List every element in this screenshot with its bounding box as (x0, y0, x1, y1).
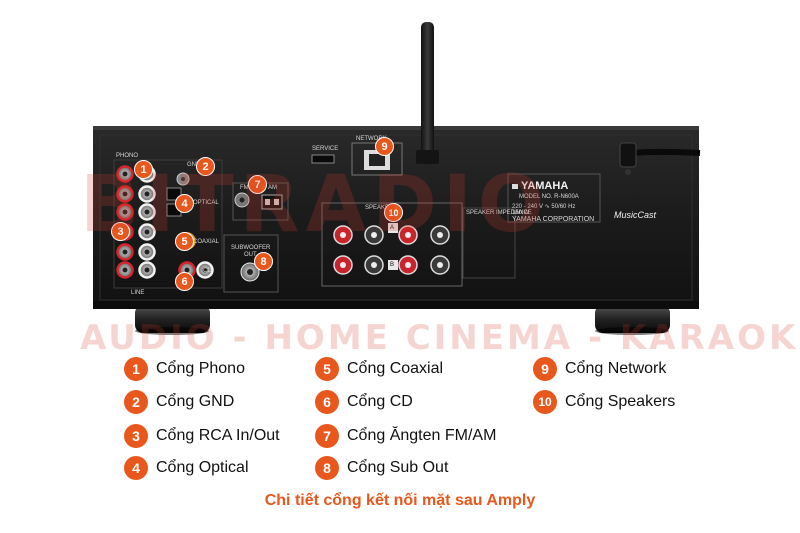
number-badge: 1 (124, 357, 148, 381)
number-badge: 4 (124, 456, 148, 480)
legend-label: Cổng Ăngten FM/AM (347, 427, 497, 444)
callout-marker-9: 9 (375, 137, 394, 156)
legend-item: 8 Cổng Sub Out (315, 455, 448, 481)
speaker-a-label: A (390, 225, 395, 231)
legend-item: 6 Cổng CD (315, 389, 413, 415)
subwoofer-out-label: OUT (244, 252, 257, 258)
line-label: LINE (131, 290, 145, 296)
gnd-label: GND (187, 162, 201, 168)
optical-label: OPTICAL (193, 200, 219, 206)
corporation-label: YAMAHA CORPORATION (512, 216, 595, 223)
number-badge: 5 (315, 357, 339, 381)
speaker-b-label: B (390, 262, 395, 268)
legend-label: Cổng Sub Out (347, 459, 449, 476)
number-badge: 9 (533, 357, 557, 381)
power-rating: 220 - 240 V ∿ 50/60 Hz (512, 204, 576, 210)
legend-label: Cổng GND (156, 393, 235, 410)
number-badge: 7 (315, 424, 339, 448)
phono-label: PHONO (116, 153, 139, 159)
cd-label: CD (203, 268, 212, 274)
number-badge: 10 (533, 390, 557, 414)
network-label: NETWORK (356, 136, 387, 142)
left-foot (135, 305, 210, 333)
callout-marker-8: 8 (254, 252, 273, 271)
diagram-caption: Chi tiết cổng kết nối mặt sau Amply (264, 492, 536, 509)
number-badge: 6 (315, 390, 339, 414)
legend-item: 10 Cổng Speakers (533, 389, 675, 415)
callout-marker-3: 3 (111, 222, 130, 241)
legend-item: 2 Cổng GND (124, 389, 234, 415)
legend-item: 4 Cổng Optical (124, 455, 249, 481)
speakers-label: SPEAKERS (365, 205, 398, 211)
impedance-label: SPEAKER IMPEDANCE (466, 210, 532, 216)
callout-marker-1: 1 (134, 160, 153, 179)
legend-label: Cổng CD (347, 393, 413, 410)
callout-marker-10: 10 (384, 203, 403, 222)
service-label: SERVICE (312, 146, 339, 152)
number-badge: 2 (124, 390, 148, 414)
legend-item: 1 Cổng Phono (124, 356, 245, 382)
legend-item: 5 Cổng Coaxial (315, 356, 443, 382)
power-cord (619, 142, 701, 175)
legend-item: 3 Cổng RCA In/Out (124, 423, 280, 449)
legend-label: Cổng Optical (156, 459, 249, 476)
legend-label: Cổng RCA In/Out (156, 427, 280, 444)
callout-marker-4: 4 (175, 194, 194, 213)
callout-marker-2: 2 (196, 157, 215, 176)
am-antenna-terminal (261, 194, 283, 210)
number-badge: 8 (315, 456, 339, 480)
legend-item: 9 Cổng Network (533, 356, 666, 382)
callout-marker-7: 7 (248, 175, 267, 194)
wifi-antenna (421, 22, 434, 162)
am-label: AM (268, 185, 277, 191)
legend-item: 7 Cổng Ăngten FM/AM (315, 423, 496, 449)
subwoofer-label: SUBWOOFER (231, 245, 271, 251)
model-number: MODEL NO. R-N600A (519, 194, 579, 200)
callout-marker-6: 6 (175, 272, 194, 291)
legend-label: Cổng Network (565, 360, 667, 377)
legend-label: Cổng Phono (156, 360, 245, 377)
callout-marker-5: 5 (175, 232, 194, 251)
legend-label: Cổng Speakers (565, 393, 676, 410)
watt-rating: 150 W (512, 210, 530, 216)
musiccast-logo: MusicCast (614, 210, 657, 220)
amplifier-rear-panel-illustration (93, 22, 701, 335)
right-foot (595, 305, 670, 333)
coaxial-label: COAXIAL (193, 239, 220, 245)
legend-label: Cổng Coaxial (347, 360, 444, 377)
service-usb-port (311, 154, 335, 164)
number-badge: 3 (124, 424, 148, 448)
yamaha-logo: YAMAHA (521, 180, 569, 192)
fm-label: FM (240, 185, 249, 191)
